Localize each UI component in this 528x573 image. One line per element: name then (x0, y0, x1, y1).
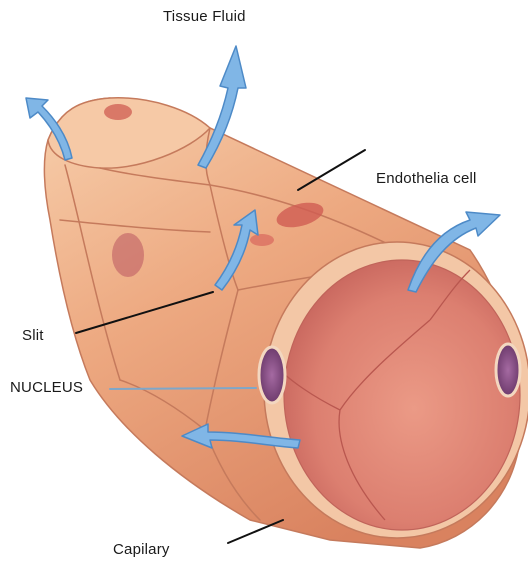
label-slit: Slit (22, 327, 44, 344)
leader-endothelia (298, 150, 365, 190)
nucleus-right (496, 344, 520, 396)
label-tissue-fluid: Tissue Fluid (163, 8, 246, 25)
label-nucleus: NUCLEUS (10, 379, 83, 396)
label-endothelia-cell: Endothelia cell (376, 170, 477, 187)
label-capilary: Capilary (113, 541, 170, 558)
nucleus-left (259, 347, 285, 403)
leader-nucleus (110, 388, 256, 389)
capillary-lumen (284, 260, 520, 530)
leader-capilary (228, 520, 283, 543)
